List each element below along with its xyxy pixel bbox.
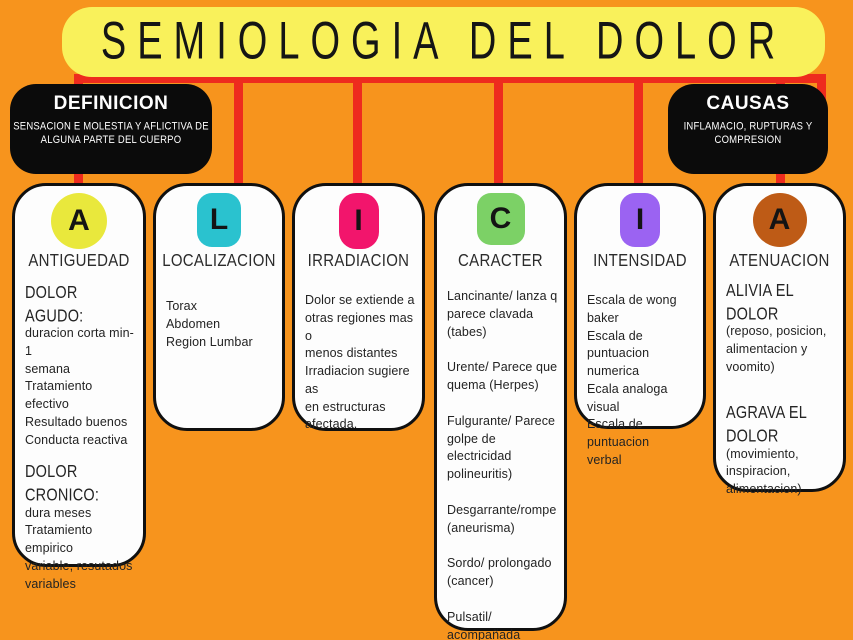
badge-a-icon: A [752, 193, 807, 247]
card-title-atenuacion: ATENUACION [729, 250, 830, 271]
badge-letter: A [68, 204, 90, 237]
card-section: Pulsatil/ acompañada e sensacion latido … [447, 609, 559, 640]
card-intensidad: I INTENSIDAD Escala de wong baker Escala… [574, 183, 706, 467]
connector-line-intensidad [634, 74, 643, 190]
badge-letter: A [768, 203, 791, 236]
section-heading: DOLOR AGUDO: [25, 283, 84, 326]
card-localizacion: L LOCALIZACION Torax Abdomen Region Lumb… [153, 183, 285, 431]
card-body: Dolor se extiende a otras regiones mas o… [305, 292, 417, 434]
card-section: Lancinante/ lanza q parece clavada (tabe… [447, 288, 559, 341]
card-irradiacion: I IRRADIACION Dolor se extiende a otras … [292, 183, 425, 431]
section-body: Dolor se extiende a otras regiones mas o… [305, 293, 415, 432]
card-antiguedad: A ANTIGUEDAD DOLOR AGUDO: duracion corta… [12, 183, 146, 591]
section-body: Lancinante/ lanza q parece clavada (tabe… [447, 289, 558, 339]
section-body: duracion corta min- 1 semana Tratamiento… [25, 326, 134, 447]
section-body: Desgarrante/rompe (aneurisma) [447, 502, 557, 535]
card-section: Sordo/ prolongado (cancer) [447, 555, 559, 591]
card-section: Torax Abdomen Region Lumbar [166, 298, 277, 351]
section-body: Escala de wong baker Escala de puntuacio… [587, 293, 677, 467]
card-title-irradiacion: IRRADIACION [307, 250, 410, 271]
card-title-caracter: CARACTER [458, 250, 543, 271]
section-body: (reposo, posicion, alimentacion y voomit… [726, 324, 827, 374]
card-section: ALIVIA EL DOLOR (reposo, posicion, alime… [726, 282, 838, 376]
section-body: dura meses Tratamiento empirico variable… [25, 505, 133, 591]
section-heading: AGRAVA EL DOLOR [726, 404, 807, 446]
causes-title: CAUSAS [706, 93, 790, 114]
connector-line-localizacion [234, 74, 243, 190]
card-section: DOLOR AGUDO: duracion corta min- 1 seman… [25, 284, 138, 449]
section-body: Fulgurante/ Parece golpe de electricidad… [447, 413, 556, 481]
card-body: ALIVIA EL DOLOR (reposo, posicion, alime… [726, 282, 838, 499]
card-caracter: C CARACTER Lancinante/ lanza q parece cl… [434, 183, 567, 640]
causes-body: INFLAMACIO, RUPTURAS Y COMPRESION [683, 120, 813, 147]
card-section: Dolor se extiende a otras regiones mas o… [305, 292, 417, 434]
title-banner: SEMIOLOGIA DEL DOLOR [62, 7, 825, 77]
card-title-localizacion: LOCALIZACION [162, 250, 276, 271]
card-title-intensidad: INTENSIDAD [593, 250, 687, 271]
section-body: (movimiento, inspiracion, alimentacion) [726, 446, 802, 497]
card-body: Escala de wong baker Escala de puntuacio… [587, 292, 698, 470]
section-body: Urente/ Parece que quema (Herpes) [447, 360, 558, 392]
badge-a-icon: A [51, 193, 107, 249]
card-section: Desgarrante/rompe (aneurisma) [447, 502, 559, 538]
definition-body: SENSACION E MOLESTIA Y AFLICTIVA DE ALGU… [13, 120, 209, 147]
section-body: Sordo/ prolongado (cancer) [447, 556, 552, 588]
card-title-antiguedad: ANTIGUEDAD [28, 250, 130, 271]
badge-letter: I [635, 203, 645, 236]
section-heading: ALIVIA EL DOLOR [726, 281, 794, 324]
causes-box: CAUSAS INFLAMACIO, RUPTURAS Y COMPRESION [668, 84, 828, 174]
card-atenuacion: A ATENUACION ALIVIA EL DOLOR (reposo, po… [713, 183, 846, 496]
card-section: Urente/ Parece que quema (Herpes) [447, 359, 559, 395]
card-section: Escala de wong baker Escala de puntuacio… [587, 292, 698, 470]
badge-l-icon: L [197, 193, 241, 247]
card-section: AGRAVA EL DOLOR (movimiento, inspiracion… [726, 404, 838, 498]
badge-c-icon: C [476, 193, 525, 245]
card-section: Fulgurante/ Parece golpe de electricidad… [447, 413, 559, 484]
badge-letter: I [354, 204, 363, 237]
card-section: DOLOR CRONICO: dura meses Tratamiento em… [25, 463, 138, 593]
definition-title: DEFINICION [53, 93, 169, 114]
section-body: Torax Abdomen Region Lumbar [166, 299, 253, 349]
section-heading: DOLOR CRONICO: [25, 463, 100, 505]
card-body: Torax Abdomen Region Lumbar [166, 298, 277, 351]
section-body: Pulsatil/ acompañada e sensacion latido … [447, 609, 521, 640]
badge-i-icon: I [338, 193, 379, 249]
connector-horizontal-bar [74, 74, 826, 83]
badge-i-icon: I [620, 193, 660, 247]
definition-box: DEFINICION SENSACION E MOLESTIA Y AFLICT… [10, 84, 212, 174]
card-body: DOLOR AGUDO: duracion corta min- 1 seman… [25, 284, 138, 593]
badge-letter: C [489, 202, 512, 235]
badge-letter: L [209, 203, 229, 236]
card-body: Lancinante/ lanza q parece clavada (tabe… [447, 288, 559, 640]
connector-line-irradiacion [353, 74, 362, 190]
page-title: SEMIOLOGIA DEL DOLOR [100, 11, 787, 71]
connector-line-caracter [494, 74, 503, 190]
connector-right-stub [817, 74, 826, 102]
